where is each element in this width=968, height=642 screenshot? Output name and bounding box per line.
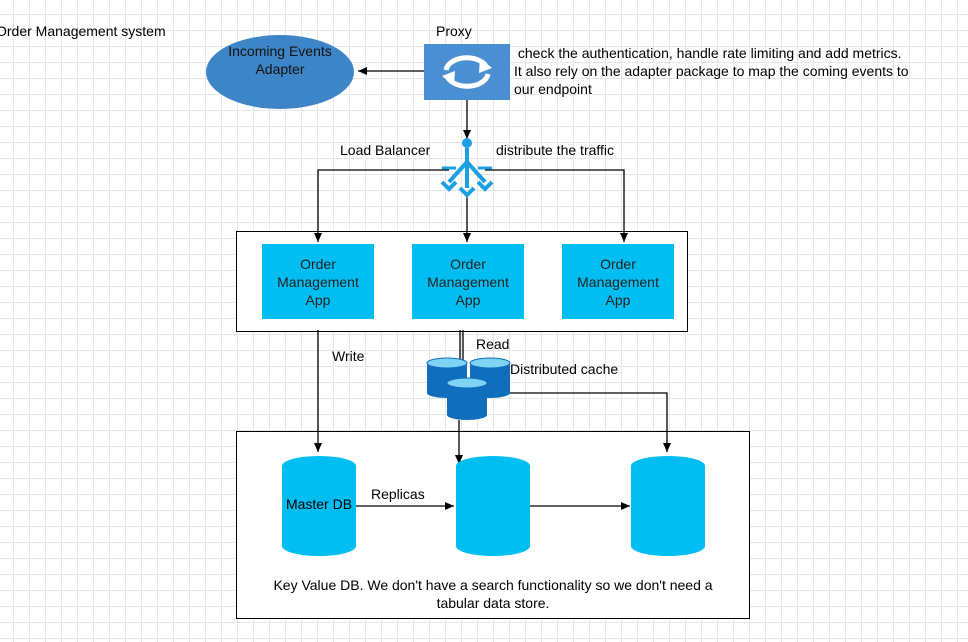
edge-lb-to-app-3 [485, 169, 628, 242]
adapter-label-line2: Adapter [255, 61, 305, 77]
app-label-line2: Management [427, 273, 509, 290]
app-label-line2: Management [577, 273, 659, 290]
app-label-line2: Management [277, 273, 359, 290]
cache-label: Distributed cache [510, 361, 619, 377]
proxy-note-line2: It also rely on the adapter package to m… [514, 63, 909, 79]
write-label: Write [332, 348, 365, 364]
load-balancer-note: distribute the traffic [496, 142, 615, 158]
diagram-title: Order Management system [0, 23, 166, 39]
replica-db-1-cylinder[interactable] [456, 456, 530, 556]
app-label-line1: Order [300, 255, 336, 272]
proxy-box[interactable] [424, 44, 510, 100]
sync-arrows-icon [442, 55, 492, 89]
proxy-label: Proxy [436, 23, 472, 39]
app-label-line1: Order [600, 255, 636, 272]
adapter-ellipse[interactable] [205, 34, 355, 110]
load-balancer-label: Load Balancer [340, 142, 431, 158]
app-label-line3: App [605, 291, 631, 308]
edge-lb-to-app-1 [314, 169, 449, 242]
database-stack-icon[interactable] [426, 357, 511, 420]
proxy-note-line3: our endpoint [514, 81, 592, 97]
load-balancer-icon[interactable] [440, 138, 494, 198]
app-label-line3: App [305, 291, 331, 308]
proxy-note-line1: check the authentication, handle rate li… [514, 45, 902, 61]
master-db-cylinder[interactable] [282, 456, 356, 556]
replicas-label: Replicas [371, 486, 425, 502]
app-label-line3: App [455, 291, 481, 308]
app-label-line1: Order [450, 255, 486, 272]
edge-cache-to-replica-2 [487, 392, 671, 452]
db-note-line2: tabular data store. [436, 595, 550, 611]
replica-db-2-cylinder[interactable] [631, 456, 705, 556]
db-note-line1: Key Value DB. We don't have a search fun… [273, 577, 713, 593]
read-label: Read [476, 336, 510, 352]
adapter-label-line1: Incoming Events [228, 43, 332, 59]
master-db-label: Master DB [285, 496, 353, 512]
